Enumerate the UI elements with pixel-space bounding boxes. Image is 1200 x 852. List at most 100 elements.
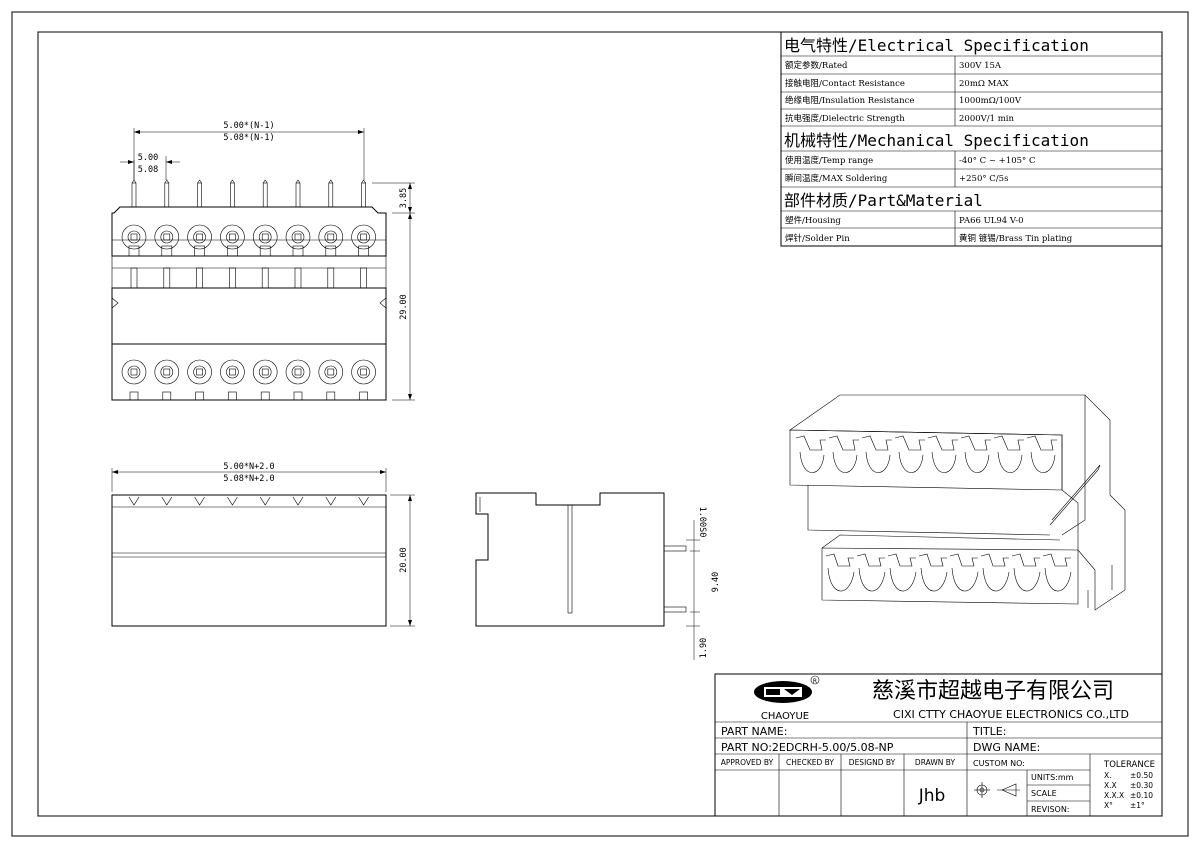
terminal-screw: [187, 359, 212, 385]
terminal-screw: [285, 359, 311, 385]
v-mark: [259, 496, 271, 506]
electrical-title: 电气特性/Electrical Specification: [784, 36, 1089, 55]
iso-terminal: [887, 553, 916, 567]
terminal-screw: [121, 359, 147, 385]
part-name-label: PART NAME:: [721, 725, 787, 738]
iso-terminal: [927, 435, 958, 451]
iso-terminal: [1011, 553, 1040, 567]
v-mark: [227, 496, 238, 506]
iso-terminal: [795, 435, 826, 451]
iso-terminal: [856, 553, 885, 567]
tooth: [261, 267, 269, 289]
terminal-screw: [154, 359, 180, 385]
tolerance-title: TOLERANCE: [1103, 760, 1155, 770]
svg-text:R: R: [813, 678, 817, 685]
pin-row: [131, 179, 366, 208]
pin: [164, 182, 170, 208]
iso-terminal: [1026, 435, 1057, 451]
tooth: [163, 267, 171, 289]
logo-text: CHAOYUE: [761, 711, 809, 722]
company-logo: R: [754, 675, 820, 703]
iso-terminal: [828, 435, 859, 451]
terminal-screw: [220, 359, 245, 385]
pin: [230, 182, 235, 208]
inner-border: [37, 31, 1163, 817]
top-front-view: 5.00*(N-1) 5.08*(N-1) 5.00 5.08 3.85 29.…: [111, 121, 415, 401]
title-block: R CHAOYUE 慈溪市超越电子有限公司 CIXI CTTY CHAOYUE …: [714, 673, 1163, 817]
pin: [295, 182, 301, 208]
dim-height-29: 29.00: [399, 294, 409, 320]
v-mark: [194, 496, 205, 506]
upper-terminal-row: [121, 224, 376, 257]
pin: [131, 182, 137, 208]
front-elevation-view: 5.00*N+2.0 5.08*N+2.0 20.00: [111, 462, 415, 627]
dim-width-b: 5.08*N+2.0: [223, 474, 274, 484]
iso-terminal: [861, 435, 892, 451]
dim-pin-height: 3.85: [399, 188, 409, 208]
terminal-screw: [318, 359, 344, 385]
part-number: PART NO:2EDCRH-5.00/5.08-NP: [721, 741, 894, 754]
tolerance-key-3: X°: [1104, 801, 1113, 810]
drawn-by-value: Jhb: [918, 786, 946, 806]
v-mark: [325, 496, 337, 506]
title-label: TITLE:: [972, 725, 1006, 738]
spec-label-insulation-resistance: 绝缘电阻/Insulation Resistance: [785, 95, 914, 106]
side-view: 1.00S0 9.40 1.90: [475, 492, 721, 660]
tooth: [130, 267, 138, 289]
terminal-screw: [187, 224, 212, 250]
iso-terminal: [894, 435, 925, 451]
company-name-en: CIXI CTTY CHAOYUE ELECTRONICS CO.,LTD: [893, 708, 1129, 721]
v-mark: [128, 496, 140, 506]
tolerance-key-2: X.X.X: [1104, 791, 1124, 800]
front-elevation-body: [111, 494, 387, 627]
spec-value-solder-pin: 黄铜 镀锡/Brass Tin plating: [959, 233, 1073, 244]
iso-terminal: [960, 435, 991, 451]
projection-symbol: [974, 782, 1020, 798]
scale-label: SCALE: [1031, 789, 1057, 798]
iso-upper-terminals: [795, 435, 1057, 473]
spec-value-housing: PA66 UL94 V-0: [959, 216, 1024, 226]
dim-height-20: 20.00: [399, 547, 409, 573]
tooth: [294, 267, 302, 289]
iso-lower-terminals: [825, 553, 1072, 592]
dim-top-pitch-a: 5.00*(N-1): [223, 121, 274, 131]
tooth: [360, 267, 367, 289]
approved-by-label: APPROVED BY: [721, 758, 774, 767]
spec-label-rated: 额定参数/Rated: [785, 60, 848, 71]
spec-value-temp-range: -40° C ~ +105° C: [959, 156, 1035, 166]
tolerance-key-1: X.X: [1104, 781, 1117, 790]
terminal-screw: [252, 224, 278, 250]
terminal-screw: [121, 224, 147, 250]
v-mark: [161, 496, 173, 506]
foot: [359, 391, 368, 401]
foot: [293, 391, 303, 401]
spec-label-contact-resistance: 接触电阻/Contact Resistance: [785, 78, 905, 89]
dim-side-1: 1.00S0: [697, 507, 707, 538]
foot: [129, 391, 139, 401]
side-pin-lower: [663, 606, 687, 613]
checked-by-label: CHECKED BY: [786, 758, 834, 767]
spec-label-solder-pin: 焊针/Solder Pin: [785, 233, 850, 244]
dwg-name-label: DWG NAME:: [973, 741, 1040, 754]
foot: [228, 391, 237, 401]
tolerance-value-1: ±0.30: [1130, 781, 1153, 790]
foot: [326, 391, 336, 401]
tolerance-key-0: X.: [1104, 771, 1112, 780]
iso-terminal: [1042, 553, 1071, 567]
spec-value-rated: 300V 15A: [959, 61, 1002, 71]
spec-label-temp-range: 使用温度/Temp range: [785, 155, 873, 166]
pin: [328, 182, 334, 208]
pin: [197, 182, 202, 208]
spec-label-dielectric-strength: 抗电强度/Dielectric Strength: [785, 113, 905, 124]
iso-terminal: [949, 553, 978, 567]
tolerance-value-3: ±1°: [1130, 801, 1145, 810]
units-label: UNITS:mm: [1031, 773, 1074, 782]
foot: [260, 391, 270, 401]
dim-width-a: 5.00*N+2.0: [223, 462, 274, 472]
v-mark: [358, 496, 369, 506]
spec-value-insulation-resistance: 1000mΩ/100V: [959, 96, 1022, 106]
lower-feet: [129, 391, 368, 401]
spec-value-contact-resistance: 20mΩ MAX: [959, 79, 1009, 89]
